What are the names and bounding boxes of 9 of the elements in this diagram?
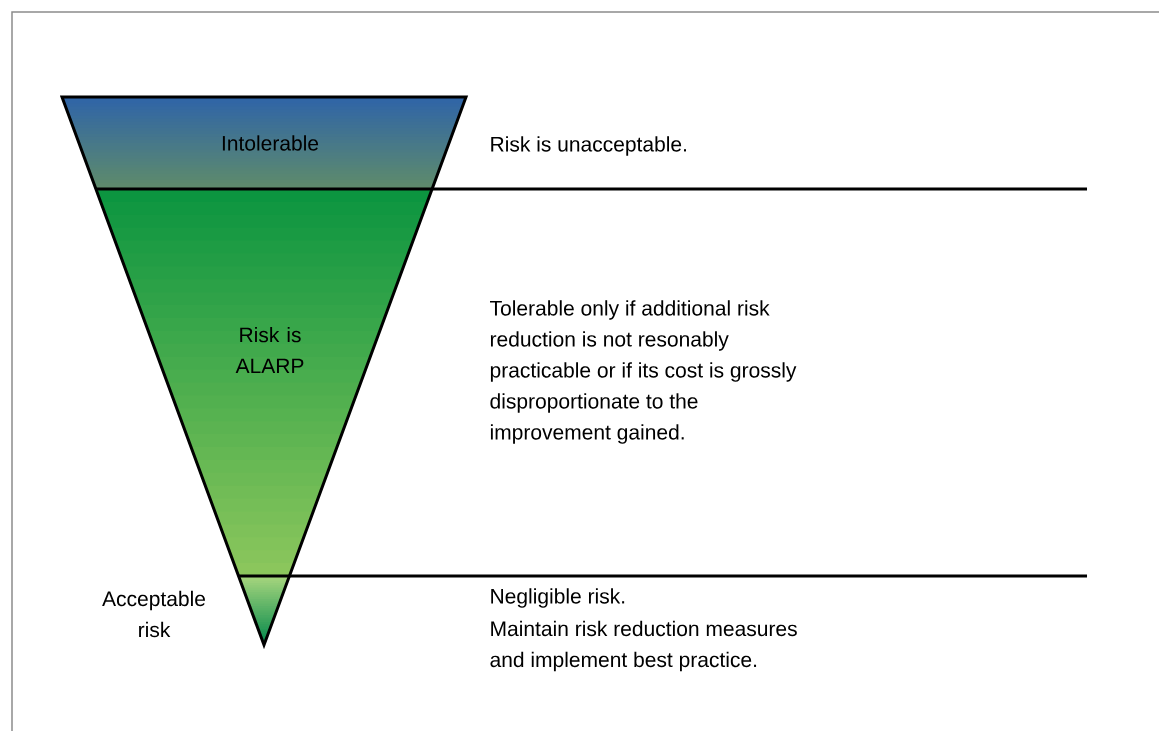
band: Risk is ALARP bbox=[95, 189, 433, 576]
description-text: Maintain risk reduction measures and implement best practice. bbox=[490, 620, 797, 672]
description-text: Acceptable risk bbox=[102, 590, 205, 638]
description-text: Risk is unacceptable. bbox=[491, 136, 686, 156]
description-text: Tolerable only if additional risk reduction is not resonably practicable or if its cost is grossly disproportionate to the improvement gained. bbox=[490, 300, 797, 444]
node-label: Intolerable bbox=[222, 135, 319, 151]
band: Intolerable bbox=[62, 97, 466, 189]
description-text: Negligible risk. bbox=[491, 588, 625, 608]
node-label: Risk is ALARP bbox=[235, 326, 304, 374]
